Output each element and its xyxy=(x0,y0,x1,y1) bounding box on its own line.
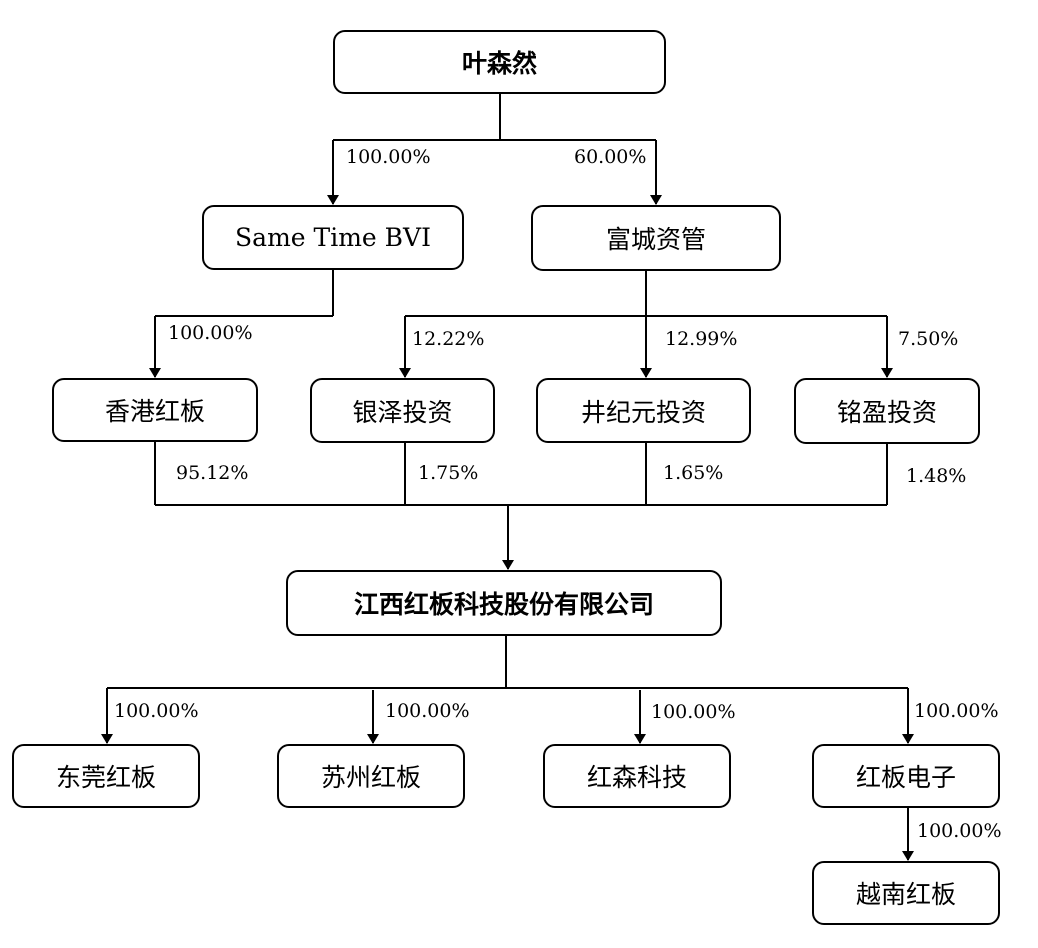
node-hk-hongban: 香港红板 xyxy=(52,378,258,442)
pct-company-to-suzhou: 100.00% xyxy=(385,700,470,722)
pct-dianzi-to-vietnam: 100.00% xyxy=(917,820,1002,842)
pct-company-to-dianzi: 100.00% xyxy=(914,700,999,722)
pct-fucheng-to-mingying: 7.50% xyxy=(898,328,959,350)
node-yinze: 银泽投资 xyxy=(310,378,495,443)
pct-company-to-dongguan: 100.00% xyxy=(114,700,199,722)
pct-ye-to-bvi: 100.00% xyxy=(346,146,431,168)
pct-mingying-to-company: 1.48% xyxy=(906,465,967,487)
node-mingying: 铭盈投资 xyxy=(794,378,980,444)
node-fucheng: 富城资管 xyxy=(531,205,781,271)
pct-fucheng-to-yinze: 12.22% xyxy=(412,328,485,350)
node-same-time-bvi: Same Time BVI xyxy=(202,205,464,270)
pct-hk-to-company: 95.12% xyxy=(176,462,249,484)
node-suzhou: 苏州红板 xyxy=(277,744,465,808)
pct-company-to-hongsen: 100.00% xyxy=(651,701,736,723)
node-ye-senran: 叶森然 xyxy=(333,30,666,94)
pct-jingjiyuan-to-company: 1.65% xyxy=(663,462,724,484)
node-vietnam: 越南红板 xyxy=(812,861,1000,925)
node-company: 江西红板科技股份有限公司 xyxy=(286,570,722,636)
pct-fucheng-to-jingjiyuan: 12.99% xyxy=(665,328,738,350)
node-hongban-dianzi: 红板电子 xyxy=(812,744,1000,808)
node-hongsen: 红森科技 xyxy=(543,744,731,808)
pct-ye-to-fucheng: 60.00% xyxy=(574,146,647,168)
pct-yinze-to-company: 1.75% xyxy=(418,462,479,484)
node-jingjiyuan: 井纪元投资 xyxy=(536,378,751,443)
node-dongguan: 东莞红板 xyxy=(12,744,200,808)
pct-bvi-to-hk: 100.00% xyxy=(168,322,253,344)
